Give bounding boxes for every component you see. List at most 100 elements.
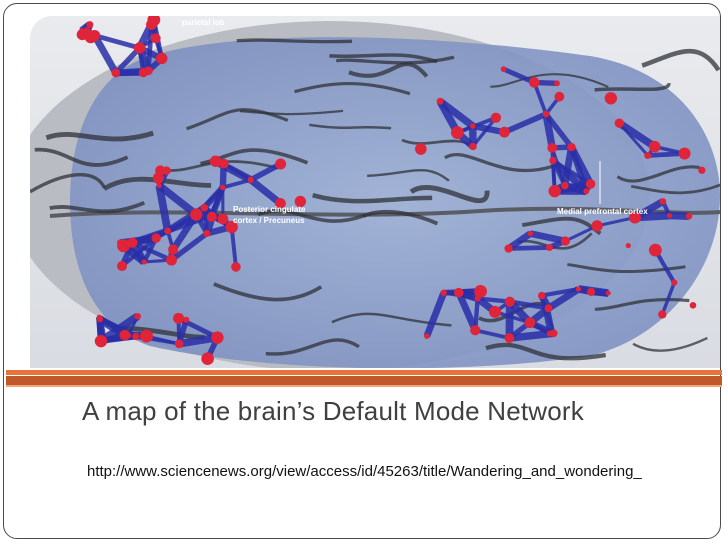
network-node: [504, 333, 515, 343]
network-node: [140, 329, 154, 343]
network-node: [648, 243, 662, 257]
network-node: [575, 286, 582, 292]
network-edge: [564, 224, 598, 243]
network-edge: [561, 146, 575, 187]
slide-title: A map of the brain’s Default Mode Networ…: [82, 396, 584, 426]
network-edge: [249, 161, 282, 183]
gyrus-fold: [265, 338, 360, 356]
network-node: [625, 242, 631, 249]
network-node: [591, 220, 603, 232]
network-node: [134, 312, 141, 320]
network-node: [206, 211, 217, 222]
network-node: [117, 239, 130, 253]
gyrus-fold: [335, 55, 455, 65]
gyrus-fold: [490, 73, 609, 88]
source-url[interactable]: http://www.sciencenews.org/view/access/i…: [87, 463, 642, 480]
network-node: [440, 289, 447, 296]
network-node: [560, 236, 570, 246]
network-node: [220, 184, 226, 191]
network-node: [119, 329, 131, 341]
network-node: [247, 176, 254, 184]
network-edge: [541, 286, 579, 298]
network-edge: [437, 98, 476, 129]
network-edge: [502, 66, 536, 85]
network-edge: [91, 33, 119, 75]
network-edge: [131, 240, 173, 263]
network-node: [201, 352, 214, 365]
network-nodes: [76, 16, 706, 365]
network-node: [524, 317, 536, 329]
gyrus-fold: [329, 53, 438, 64]
network-edge: [539, 295, 556, 334]
network-node: [164, 227, 172, 235]
label-medial: Medial prefrontal cortex: [557, 207, 648, 216]
network-node: [474, 285, 487, 298]
network-node: [133, 42, 146, 54]
network-edge: [471, 116, 498, 148]
gyrus-fold: [616, 165, 700, 183]
label-posterior-2: cortex / Precuneus: [233, 216, 305, 225]
network-edge: [178, 333, 218, 348]
network-node: [542, 110, 550, 118]
network-node: [498, 126, 510, 138]
network-edge: [423, 291, 447, 338]
network-node: [490, 112, 502, 123]
network-node: [200, 203, 209, 212]
gyrus-fold: [348, 62, 429, 78]
network-node: [504, 244, 513, 253]
accent-bar-top: [6, 370, 722, 375]
network-node: [685, 212, 693, 220]
network-node: [190, 208, 203, 221]
network-node: [209, 155, 222, 167]
network-node: [628, 211, 641, 224]
network-node: [96, 314, 102, 320]
network-node: [217, 213, 229, 225]
network-node: [605, 290, 611, 296]
gyrus-fold: [594, 298, 690, 311]
network-edge: [248, 177, 283, 207]
network-node: [527, 230, 534, 237]
network-node: [415, 143, 427, 155]
network-node: [474, 295, 481, 302]
network-node: [666, 212, 673, 219]
network-edge: [113, 46, 142, 75]
network-node: [554, 80, 560, 87]
network-node: [152, 172, 164, 184]
network-node: [549, 329, 558, 338]
network-node: [583, 188, 590, 195]
network-edge: [120, 236, 158, 268]
network-edge: [455, 291, 479, 332]
network-node: [225, 220, 238, 234]
gyrus-fold: [30, 173, 106, 194]
gyrus-fold: [632, 336, 708, 352]
network-edge: [155, 184, 172, 232]
gyrus-fold: [257, 208, 366, 223]
network-node: [561, 181, 569, 190]
brain-svg: parietal lob Posterior cingulate cortex …: [30, 16, 720, 368]
network-node: [658, 310, 667, 319]
network-node: [604, 92, 618, 105]
network-edge: [618, 122, 649, 157]
network-node: [156, 183, 162, 189]
gyrus-fold: [45, 130, 154, 142]
network-node: [470, 123, 476, 129]
network-node: [567, 142, 576, 152]
gyrus-fold: [236, 38, 353, 44]
network-edge: [550, 147, 557, 192]
gyrus-fold: [213, 282, 323, 302]
network-node: [547, 142, 558, 153]
network-node: [671, 279, 678, 286]
network-node: [141, 259, 147, 265]
gyrus-fold: [34, 147, 129, 167]
network-node: [424, 333, 430, 339]
network-node: [168, 244, 179, 255]
network-node: [150, 33, 161, 44]
network-edge: [494, 310, 531, 325]
network-edge: [617, 120, 657, 150]
gyrus-fold: [186, 108, 289, 131]
network-node: [183, 316, 190, 323]
gyrus-fold: [309, 123, 392, 130]
network-edge: [529, 230, 567, 245]
gyrus-fold: [49, 200, 146, 214]
network-edge: [596, 215, 636, 228]
